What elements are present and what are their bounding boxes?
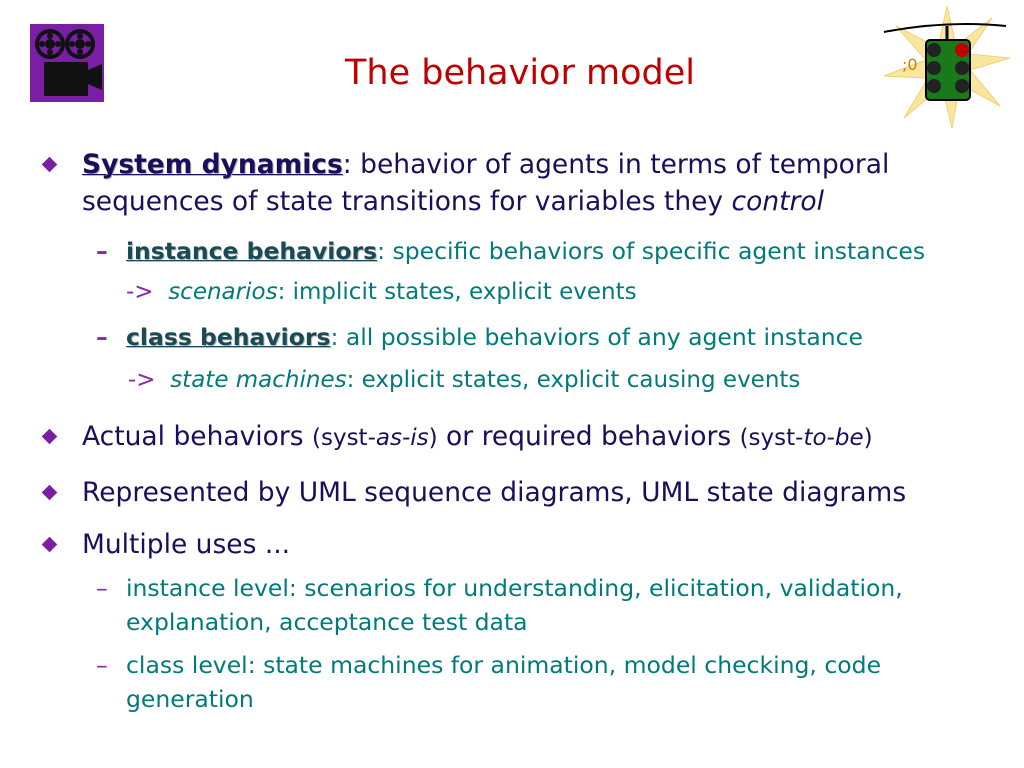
diamond-bullet-icon <box>41 536 58 553</box>
italic-as-is: as-is <box>375 425 429 451</box>
detail-state-machines: -> state machines: explicit states, expl… <box>128 364 800 396</box>
bullet-multiple-uses: Multiple uses ... <box>41 526 1002 563</box>
text: or required behaviors <box>437 421 740 452</box>
text: ) <box>428 425 438 451</box>
detail-scenarios: -> scenarios: implicit states, explicit … <box>126 276 637 308</box>
bullet-represented-by: Represented by UML sequence diagrams, UM… <box>41 474 1002 511</box>
arrow-marker: -> <box>126 279 154 305</box>
dash-bullet: – <box>96 651 108 679</box>
diamond-bullet-icon <box>41 428 58 445</box>
italic-state-machines: state machines <box>170 367 347 393</box>
arrow-marker: -> <box>128 367 156 393</box>
sub-text: : specific behaviors of specific agent i… <box>377 237 926 265</box>
slide-title: The behavior model <box>345 53 695 93</box>
detail-text: : explicit states, explicit causing even… <box>346 367 801 393</box>
bullet-text: Multiple uses ... <box>82 529 291 560</box>
text: ) <box>863 425 873 451</box>
dash-bullet: – <box>96 237 108 265</box>
term-class-behaviors: class behaviors <box>126 323 331 351</box>
film-camera-icon <box>30 24 104 102</box>
sub-instance-level: – instance level: scenarios for understa… <box>96 571 1016 639</box>
sub-text: : all possible behaviors of any agent in… <box>330 323 864 351</box>
svg-text:;0: ;0 <box>902 55 918 74</box>
sub-class-level: – class level: state machines for animat… <box>96 648 1016 716</box>
bullet-text: : behavior of agents in terms of tempora… <box>342 149 890 180</box>
term-instance-behaviors: instance behaviors <box>126 237 378 265</box>
diamond-bullet-icon <box>41 156 58 173</box>
dash-bullet: – <box>96 574 108 602</box>
traffic-light-icon: ;0 <box>883 6 1011 128</box>
dash-bullet: – <box>96 323 108 351</box>
sub-text-line1: instance level: scenarios for understand… <box>126 574 903 602</box>
sub-text-line2: generation <box>126 685 254 713</box>
sub-text-line2: explanation, acceptance test data <box>126 608 528 636</box>
diamond-bullet-icon <box>41 484 58 501</box>
sub-instance-behaviors: – instance behaviors: specific behaviors… <box>96 234 1016 268</box>
bullet-text: Represented by UML sequence diagrams, UM… <box>82 477 907 508</box>
text: Actual behaviors <box>82 421 312 452</box>
detail-text: : implicit states, explicit events <box>277 279 637 305</box>
text: (syst- <box>312 425 376 451</box>
italic-control: control <box>731 186 824 217</box>
bullet-system-dynamics: System dynamics: behavior of agents in t… <box>41 146 1002 220</box>
bullet-text-line2: sequences of state transitions for varia… <box>82 186 732 217</box>
text: (syst- <box>739 425 804 451</box>
italic-to-be: to-be <box>803 425 864 451</box>
sub-class-behaviors: – class behaviors: all possible behavior… <box>96 320 1016 354</box>
sub-text-line1: class level: state machines for animatio… <box>126 651 882 679</box>
term-system-dynamics: System dynamics <box>82 149 343 180</box>
bullet-actual-behaviors: Actual behaviors (syst-as-is) or require… <box>41 418 1002 457</box>
italic-scenarios: scenarios <box>168 279 278 305</box>
